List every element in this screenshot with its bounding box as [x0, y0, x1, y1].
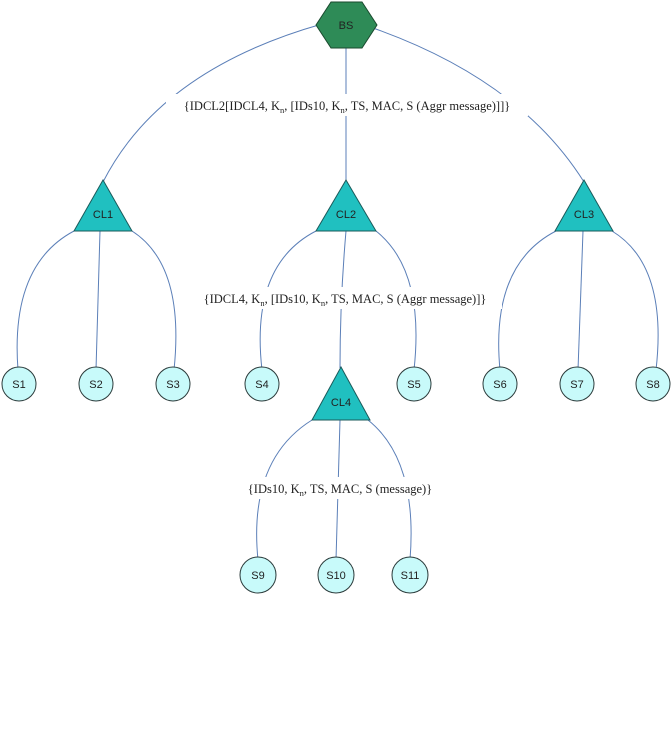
sensor-s9: S9 [239, 556, 277, 594]
edge-cl2-s4 [259, 230, 317, 371]
edge-cl2-s5 [375, 230, 417, 371]
circle-shape [559, 366, 595, 402]
base-station-node: BS [315, 1, 378, 49]
sensor-s1: S1 [1, 366, 37, 402]
cluster-head-cl2: CL2 [315, 179, 377, 232]
edge-cl4-s11 [367, 419, 412, 561]
node-label-s6: S6 [493, 379, 506, 391]
circle-shape [635, 366, 671, 402]
sensor-s10: S10 [317, 556, 355, 594]
node-label-cl4: CL4 [331, 397, 351, 409]
sensor-s8: S8 [635, 366, 671, 402]
sensor-s2: S2 [78, 366, 114, 402]
circle-shape [78, 366, 114, 402]
cluster-head-cl1: CL1 [73, 178, 133, 232]
message-labels: {IDCL2[IDCL4, Kn, [IDs10, Kn, TS, MAC, S… [166, 94, 528, 499]
sensor-s7: S7 [559, 366, 595, 402]
node-label-s8: S8 [646, 379, 659, 391]
triangle-shape [73, 178, 133, 232]
node-label-s7: S7 [570, 379, 583, 391]
triangle-shape [315, 179, 377, 232]
node-label-s2: S2 [89, 379, 102, 391]
edge-bs-cl1 [102, 23, 323, 183]
edge-cl1-s1 [16, 230, 75, 371]
circle-shape [155, 366, 191, 402]
circle-shape [244, 366, 280, 402]
sensor-s5: S5 [396, 366, 432, 402]
node-label-s11: S11 [401, 570, 420, 582]
message-top: {IDCL2[IDCL4, Kn, [IDs10, Kn, TS, MAC, S… [184, 99, 511, 115]
circle-shape [317, 556, 355, 594]
circle-shape [391, 556, 429, 594]
edge-cl1-s3 [131, 230, 177, 371]
edge-cl3-s7 [577, 230, 584, 371]
node-label-cl2: CL2 [336, 209, 356, 221]
node-label-cl3: CL3 [574, 209, 594, 221]
node-label-cl1: CL1 [93, 209, 113, 221]
triangle-shape [311, 365, 371, 421]
edge-cl3-s8 [611, 230, 659, 371]
message-middle: {IDCL4, Kn, [IDs10, Kn, TS, MAC, S (Aggr… [204, 292, 487, 308]
circle-shape [482, 366, 518, 402]
node-label-s9: S9 [251, 570, 264, 582]
message-bottom: {IDs10, Kn, TS, MAC, S (message)} [248, 482, 432, 498]
edge-cl4-s9 [256, 419, 313, 561]
cluster-head-cl4: CL4 [311, 365, 371, 421]
node-label-s10: S10 [326, 570, 346, 582]
sensor-s3: S3 [155, 366, 191, 402]
node-label-bs: BS [339, 20, 354, 32]
sensor-s6: S6 [482, 366, 518, 402]
triangle-shape [554, 178, 614, 232]
node-label-s5: S5 [407, 379, 420, 391]
circle-shape [396, 366, 432, 402]
sensor-s4: S4 [244, 366, 280, 402]
circle-shape [239, 556, 277, 594]
edge-cl1-s2 [95, 230, 101, 371]
node-label-s4: S4 [255, 379, 268, 391]
node-label-s1: S1 [12, 379, 25, 391]
sensor-s11: S11 [391, 556, 429, 594]
node-label-s3: S3 [166, 379, 179, 391]
cluster-head-cl3: CL3 [554, 178, 614, 232]
circle-shape [1, 366, 37, 402]
edge-bs-cl3 [372, 27, 585, 183]
hexagon-shape [315, 1, 378, 49]
edge-cl3-s6 [498, 230, 557, 371]
